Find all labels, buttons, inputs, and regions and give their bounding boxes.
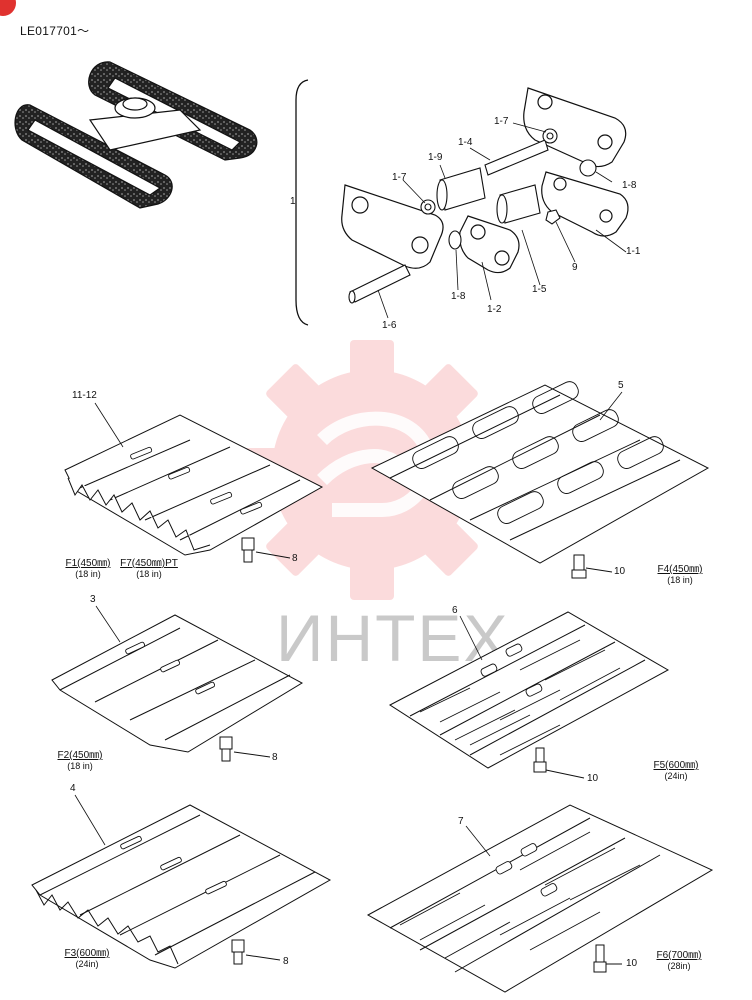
callout-5: 5 xyxy=(618,380,624,391)
callout-9: 9 xyxy=(572,262,578,273)
group-number: 1 xyxy=(290,196,296,207)
caption-f6: F6(700㎜) (28in) xyxy=(656,950,702,971)
bolt-s4 xyxy=(533,747,585,779)
callout-1-9: 1-9 xyxy=(428,152,443,163)
caption-f7: F7(450㎜)PT (18 in) xyxy=(120,558,178,579)
callout-s6-bolt: 10 xyxy=(626,958,638,969)
watermark-text: ИНТЕХ xyxy=(276,601,510,675)
callout-1-2: 1-2 xyxy=(487,304,502,315)
caption-f2: F2(450㎜) (18 in) xyxy=(57,750,103,771)
caption-f1: F1(450㎜) (18 in) xyxy=(65,558,111,579)
serial-range: LE017701～ xyxy=(20,24,90,38)
callout-s2-bolt: 10 xyxy=(614,566,626,577)
callout-s5-bolt: 8 xyxy=(283,956,289,967)
callout-1-7a: 1-7 xyxy=(392,172,407,183)
callout-1-7b: 1-7 xyxy=(494,116,509,127)
callout-1-1: 1-1 xyxy=(626,246,641,257)
caption-f5: F5(600㎜) (24in) xyxy=(653,760,699,781)
callout-3: 3 xyxy=(90,594,96,605)
callout-6: 6 xyxy=(452,605,458,616)
callout-s3-bolt: 8 xyxy=(272,752,278,763)
caption-f4: F4(450㎜) (18 in) xyxy=(657,564,703,585)
bolt-s5 xyxy=(231,939,281,965)
callout-1-8b: 1-8 xyxy=(622,180,637,191)
callout-11-12: 11-12 xyxy=(72,390,97,401)
caption-f3: F3(600㎜) (24in) xyxy=(64,948,110,969)
callout-7: 7 xyxy=(458,816,464,827)
bolt-s3 xyxy=(219,736,271,762)
callout-1-5: 1-5 xyxy=(532,284,547,295)
callout-s1-bolt: 8 xyxy=(292,553,298,564)
undercarriage-illustration xyxy=(14,61,258,209)
bolt-s6 xyxy=(593,944,622,973)
callout-1-4: 1-4 xyxy=(458,137,473,148)
callout-s4-bolt: 10 xyxy=(587,773,599,784)
corner-badge xyxy=(0,0,16,16)
callout-1-8a: 1-8 xyxy=(451,291,466,302)
callout-1-6: 1-6 xyxy=(382,320,397,331)
bolt-s2 xyxy=(571,554,613,579)
callout-4: 4 xyxy=(70,783,76,794)
bolt-s1 xyxy=(241,537,291,563)
